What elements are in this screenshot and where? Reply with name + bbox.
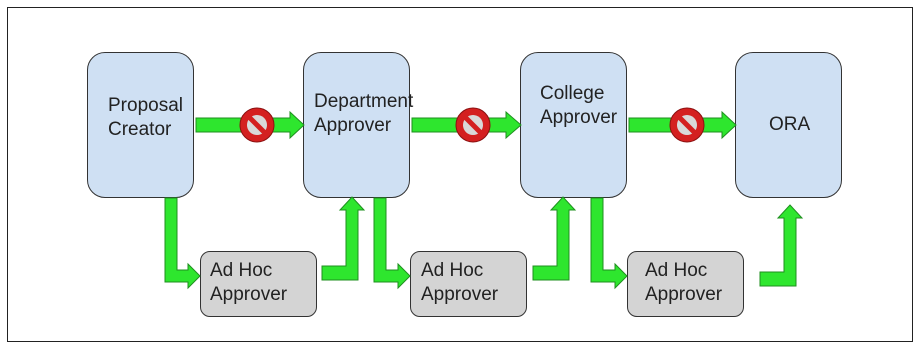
college-approver-box [520, 52, 627, 198]
ad-hoc-approver-box-2 [410, 251, 527, 317]
arrow-icon [759, 204, 804, 287]
no-entry-icon [239, 107, 275, 143]
proposal-creator-label: Proposal Creator [108, 95, 183, 140]
ad-hoc-approver-box-1 [200, 251, 317, 317]
ad-hoc-approver-label-1: Ad Hoc Approver [210, 260, 288, 305]
arrow-icon [590, 197, 628, 290]
ad-hoc-approver-box-3 [627, 251, 744, 317]
diagram-frame [7, 7, 913, 342]
ad-hoc-approver-label-2: Ad Hoc Approver [421, 260, 499, 305]
ora-box [735, 52, 842, 198]
ora-label: ORA [769, 114, 811, 135]
arrow-icon [321, 196, 366, 281]
ad-hoc-approver-label-3: Ad Hoc Approver [645, 260, 723, 305]
arrow-icon [373, 197, 411, 290]
department-approver-box [303, 52, 410, 198]
no-entry-icon [455, 107, 491, 143]
proposal-creator-box [87, 52, 194, 198]
no-entry-icon [669, 107, 705, 143]
college-approver-label: College Approver [540, 83, 618, 128]
arrow-icon [532, 196, 577, 281]
arrow-icon [164, 197, 201, 290]
department-approver-label: Department Approver [314, 91, 414, 136]
